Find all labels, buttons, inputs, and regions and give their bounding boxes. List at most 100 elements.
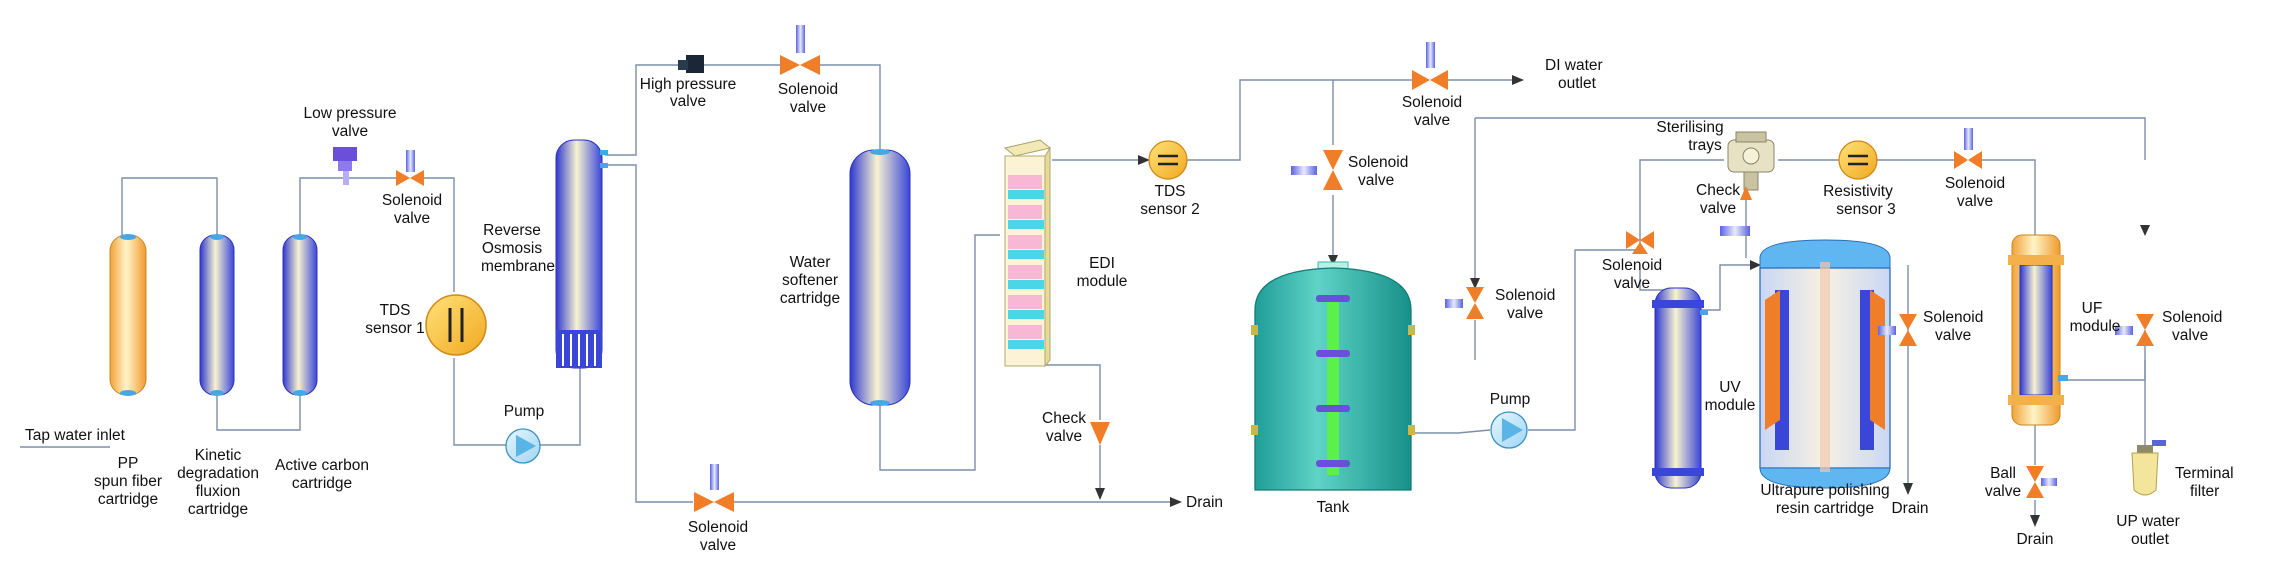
label-upr-1: Ultrapure polishing bbox=[1760, 482, 1889, 499]
uv-module bbox=[1652, 287, 1708, 489]
label-kinetic-4: cartridge bbox=[188, 501, 248, 518]
arrow-tds2 bbox=[1138, 155, 1150, 165]
uf-module bbox=[2008, 234, 2068, 426]
check-valve-1-icon bbox=[1090, 422, 1110, 445]
label-tds1-2: sensor 1 bbox=[365, 320, 424, 337]
label-sol-d-1: Solenoid bbox=[1402, 94, 1462, 111]
label-hpv-2: valve bbox=[670, 93, 706, 110]
pipe-edi-to-check bbox=[1046, 364, 1101, 420]
diagram-labels: Tap water inlet PP spun fiber cartridge … bbox=[25, 57, 2234, 554]
label-sol-b-1: Solenoid bbox=[778, 81, 838, 98]
tds-sensor-1-icon bbox=[425, 294, 487, 356]
pipe-tds1-to-pump bbox=[453, 358, 506, 446]
kinetic-degradation-cartridge bbox=[199, 234, 235, 396]
label-tank: Tank bbox=[1317, 499, 1350, 516]
label-pp-3: cartridge bbox=[98, 491, 158, 508]
arrow-check-drain bbox=[1095, 488, 1105, 500]
solenoid-valve-c-icon bbox=[694, 464, 734, 512]
label-uf-2: module bbox=[2070, 318, 2121, 335]
label-sol-a-1: Solenoid bbox=[382, 192, 442, 209]
label-kinetic-3: fluxion bbox=[196, 483, 241, 500]
pipe-pump-to-ro bbox=[540, 365, 581, 446]
label-tds2-2: sensor 2 bbox=[1140, 201, 1199, 218]
solenoid-valve-e-icon bbox=[1291, 150, 1343, 190]
label-edi-2: module bbox=[1077, 273, 1128, 290]
label-sol-h-1: Solenoid bbox=[1923, 309, 1983, 326]
pipe-uv-to-resin bbox=[1698, 264, 1758, 311]
pump-1-icon bbox=[505, 428, 541, 464]
label-sol-c-1: Solenoid bbox=[688, 519, 748, 536]
label-up-2: outlet bbox=[2131, 531, 2170, 548]
pipe-pp-to-kinetic bbox=[121, 177, 218, 235]
label-sol-e-1: Solenoid bbox=[1348, 154, 1408, 171]
label-ws-2: softener bbox=[782, 272, 838, 289]
pipe-pump-to-split bbox=[1528, 249, 1640, 431]
solenoid-valve-f-icon bbox=[1445, 287, 1484, 319]
ball-valve-icon bbox=[2026, 466, 2057, 498]
label-drain-3: Drain bbox=[2016, 531, 2053, 548]
pipe-carbon-to-lpv bbox=[299, 177, 341, 235]
arrow-resin-in bbox=[1750, 260, 1761, 270]
label-pp-2: spun fiber bbox=[94, 473, 162, 490]
pipe-uf-to-outlet bbox=[2068, 330, 2146, 381]
label-uv-1: UV bbox=[1719, 379, 1741, 396]
terminal-filter-icon bbox=[2131, 440, 2166, 496]
reverse-osmosis-membrane bbox=[555, 139, 608, 369]
pipe-uf-solenoid-to-uf bbox=[1980, 159, 2036, 235]
label-carbon-1: Active carbon bbox=[275, 457, 369, 474]
water-softener-cartridge bbox=[849, 149, 911, 406]
label-tds1-1: TDS bbox=[380, 302, 411, 319]
pp-spun-fiber-cartridge bbox=[109, 234, 147, 396]
pipe-tds2-to-split bbox=[1186, 79, 1333, 161]
solenoid-valve-b-icon bbox=[780, 25, 820, 75]
sterilising-trays-icon bbox=[1727, 131, 1775, 191]
solenoid-valve-h-icon bbox=[1878, 314, 1917, 346]
label-ws-1: Water bbox=[790, 254, 831, 271]
label-ball-2: valve bbox=[1985, 483, 2021, 500]
label-pp-1: PP bbox=[118, 455, 139, 472]
solenoid-valve-i-icon bbox=[1954, 128, 1982, 169]
pipe-recirc-top bbox=[1475, 117, 2146, 160]
label-sol-i-1: Solenoid bbox=[1945, 175, 2005, 192]
pipe-uv-solenoid-to-uv bbox=[1639, 270, 1664, 291]
label-ro-3: membrane bbox=[481, 258, 555, 275]
label-sol-j-2: valve bbox=[2172, 327, 2208, 344]
label-drain-1: Drain bbox=[1186, 494, 1223, 511]
label-ro-2: Osmosis bbox=[482, 240, 543, 257]
label-kinetic-2: degradation bbox=[177, 465, 259, 482]
pipe-softener-to-edi bbox=[879, 234, 1000, 471]
arrow-drain-1 bbox=[1170, 497, 1182, 507]
solenoid-valve-a-icon bbox=[396, 150, 424, 186]
label-sterilising-1: Sterilising bbox=[1656, 119, 1723, 136]
pump-2-icon bbox=[1490, 411, 1528, 449]
pipe-network bbox=[20, 64, 2146, 520]
label-up-1: UP water bbox=[2116, 513, 2179, 530]
label-check-2-1: Check bbox=[1696, 182, 1740, 199]
arrow-tank bbox=[1328, 255, 1338, 266]
label-sol-h-2: valve bbox=[1935, 327, 1971, 344]
label-sol-c-2: valve bbox=[700, 537, 736, 554]
label-sol-i-2: valve bbox=[1957, 193, 1993, 210]
ultrapure-polishing-resin-cartridge bbox=[1759, 239, 1891, 489]
pipe-ro-to-hpv bbox=[605, 64, 680, 156]
active-carbon-cartridge bbox=[282, 234, 318, 396]
pipe-arrows bbox=[1095, 75, 2150, 527]
label-upr-2: resin cartridge bbox=[1776, 500, 1874, 517]
label-uf-1: UF bbox=[2082, 300, 2103, 317]
label-sol-b-2: valve bbox=[790, 99, 826, 116]
label-sol-a-2: valve bbox=[394, 210, 430, 227]
label-di-2: outlet bbox=[1558, 75, 1597, 92]
label-di-1: DI water bbox=[1545, 57, 1603, 74]
label-sterilising-2: trays bbox=[1688, 137, 1722, 154]
tank bbox=[1251, 261, 1415, 491]
arrow-drain-3 bbox=[2030, 515, 2040, 527]
arrow-recirc bbox=[1470, 278, 1480, 289]
label-pump-2: Pump bbox=[1490, 391, 1531, 408]
label-uv-2: module bbox=[1705, 397, 1756, 414]
label-res-1: Resistivity bbox=[1823, 183, 1893, 200]
label-sol-j-1: Solenoid bbox=[2162, 309, 2222, 326]
check-valve-2-icon bbox=[1740, 186, 1752, 200]
label-lpv-1: Low pressure bbox=[303, 105, 396, 122]
label-sol-g-1: Solenoid bbox=[1602, 257, 1662, 274]
label-kinetic-1: Kinetic bbox=[195, 447, 242, 464]
